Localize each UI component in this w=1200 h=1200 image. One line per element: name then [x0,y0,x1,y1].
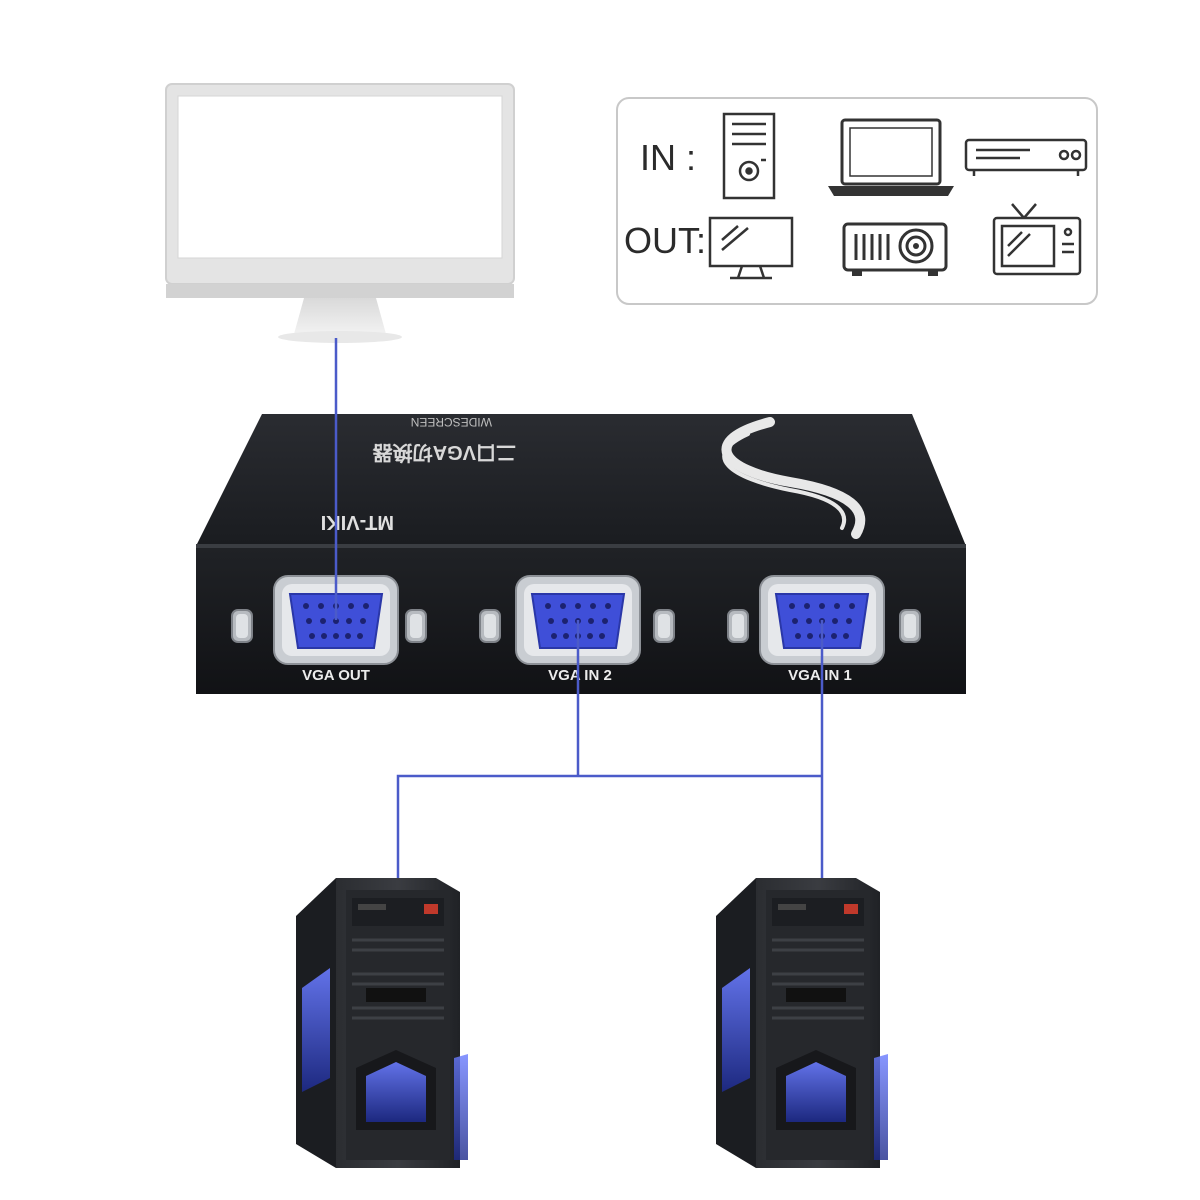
pc-tower-right [714,876,890,1170]
monitor-stand [294,298,386,334]
switch-brand-group: MT-VIKI [321,511,394,533]
laptop-icon [828,118,954,196]
monitor-chin [166,284,514,298]
switch-model-text: WIDESCREEN [411,415,492,429]
switch-brand: MT-VIKI [321,511,394,533]
dvd-player-icon [964,138,1088,176]
device-legend: IN : OUT: [616,97,1098,305]
switch-top-panel [196,414,966,546]
projector-icon [842,222,948,276]
vga-switch: 二口VGA切换器 WIDESCREEN MT-VIKI VGA OUT VGA … [196,414,966,694]
port-label-vga-in-1: VGA IN 1 [788,667,852,684]
monitor-icon [708,216,794,280]
port-label-vga-out: VGA OUT [302,667,370,684]
switch-title-group: 二口VGA切换器 [372,441,516,465]
legend-out-label: OUT: [624,220,706,261]
legend-in-label: IN : [640,137,696,178]
crt-tv-icon [992,203,1082,276]
desktop-tower-icon [722,112,776,200]
switch-product-title: 二口VGA切换器 [372,441,516,465]
switch-model-group: WIDESCREEN [411,415,492,429]
monitor-stand-base [278,331,402,343]
port-label-vga-in-2: VGA IN 2 [548,667,612,684]
monitor-screen [177,95,503,259]
pc-tower-left [294,876,470,1170]
monitor [165,83,515,343]
cable-left-pc [396,774,822,878]
vga-cables [334,338,824,878]
swoosh-logo [721,417,866,539]
